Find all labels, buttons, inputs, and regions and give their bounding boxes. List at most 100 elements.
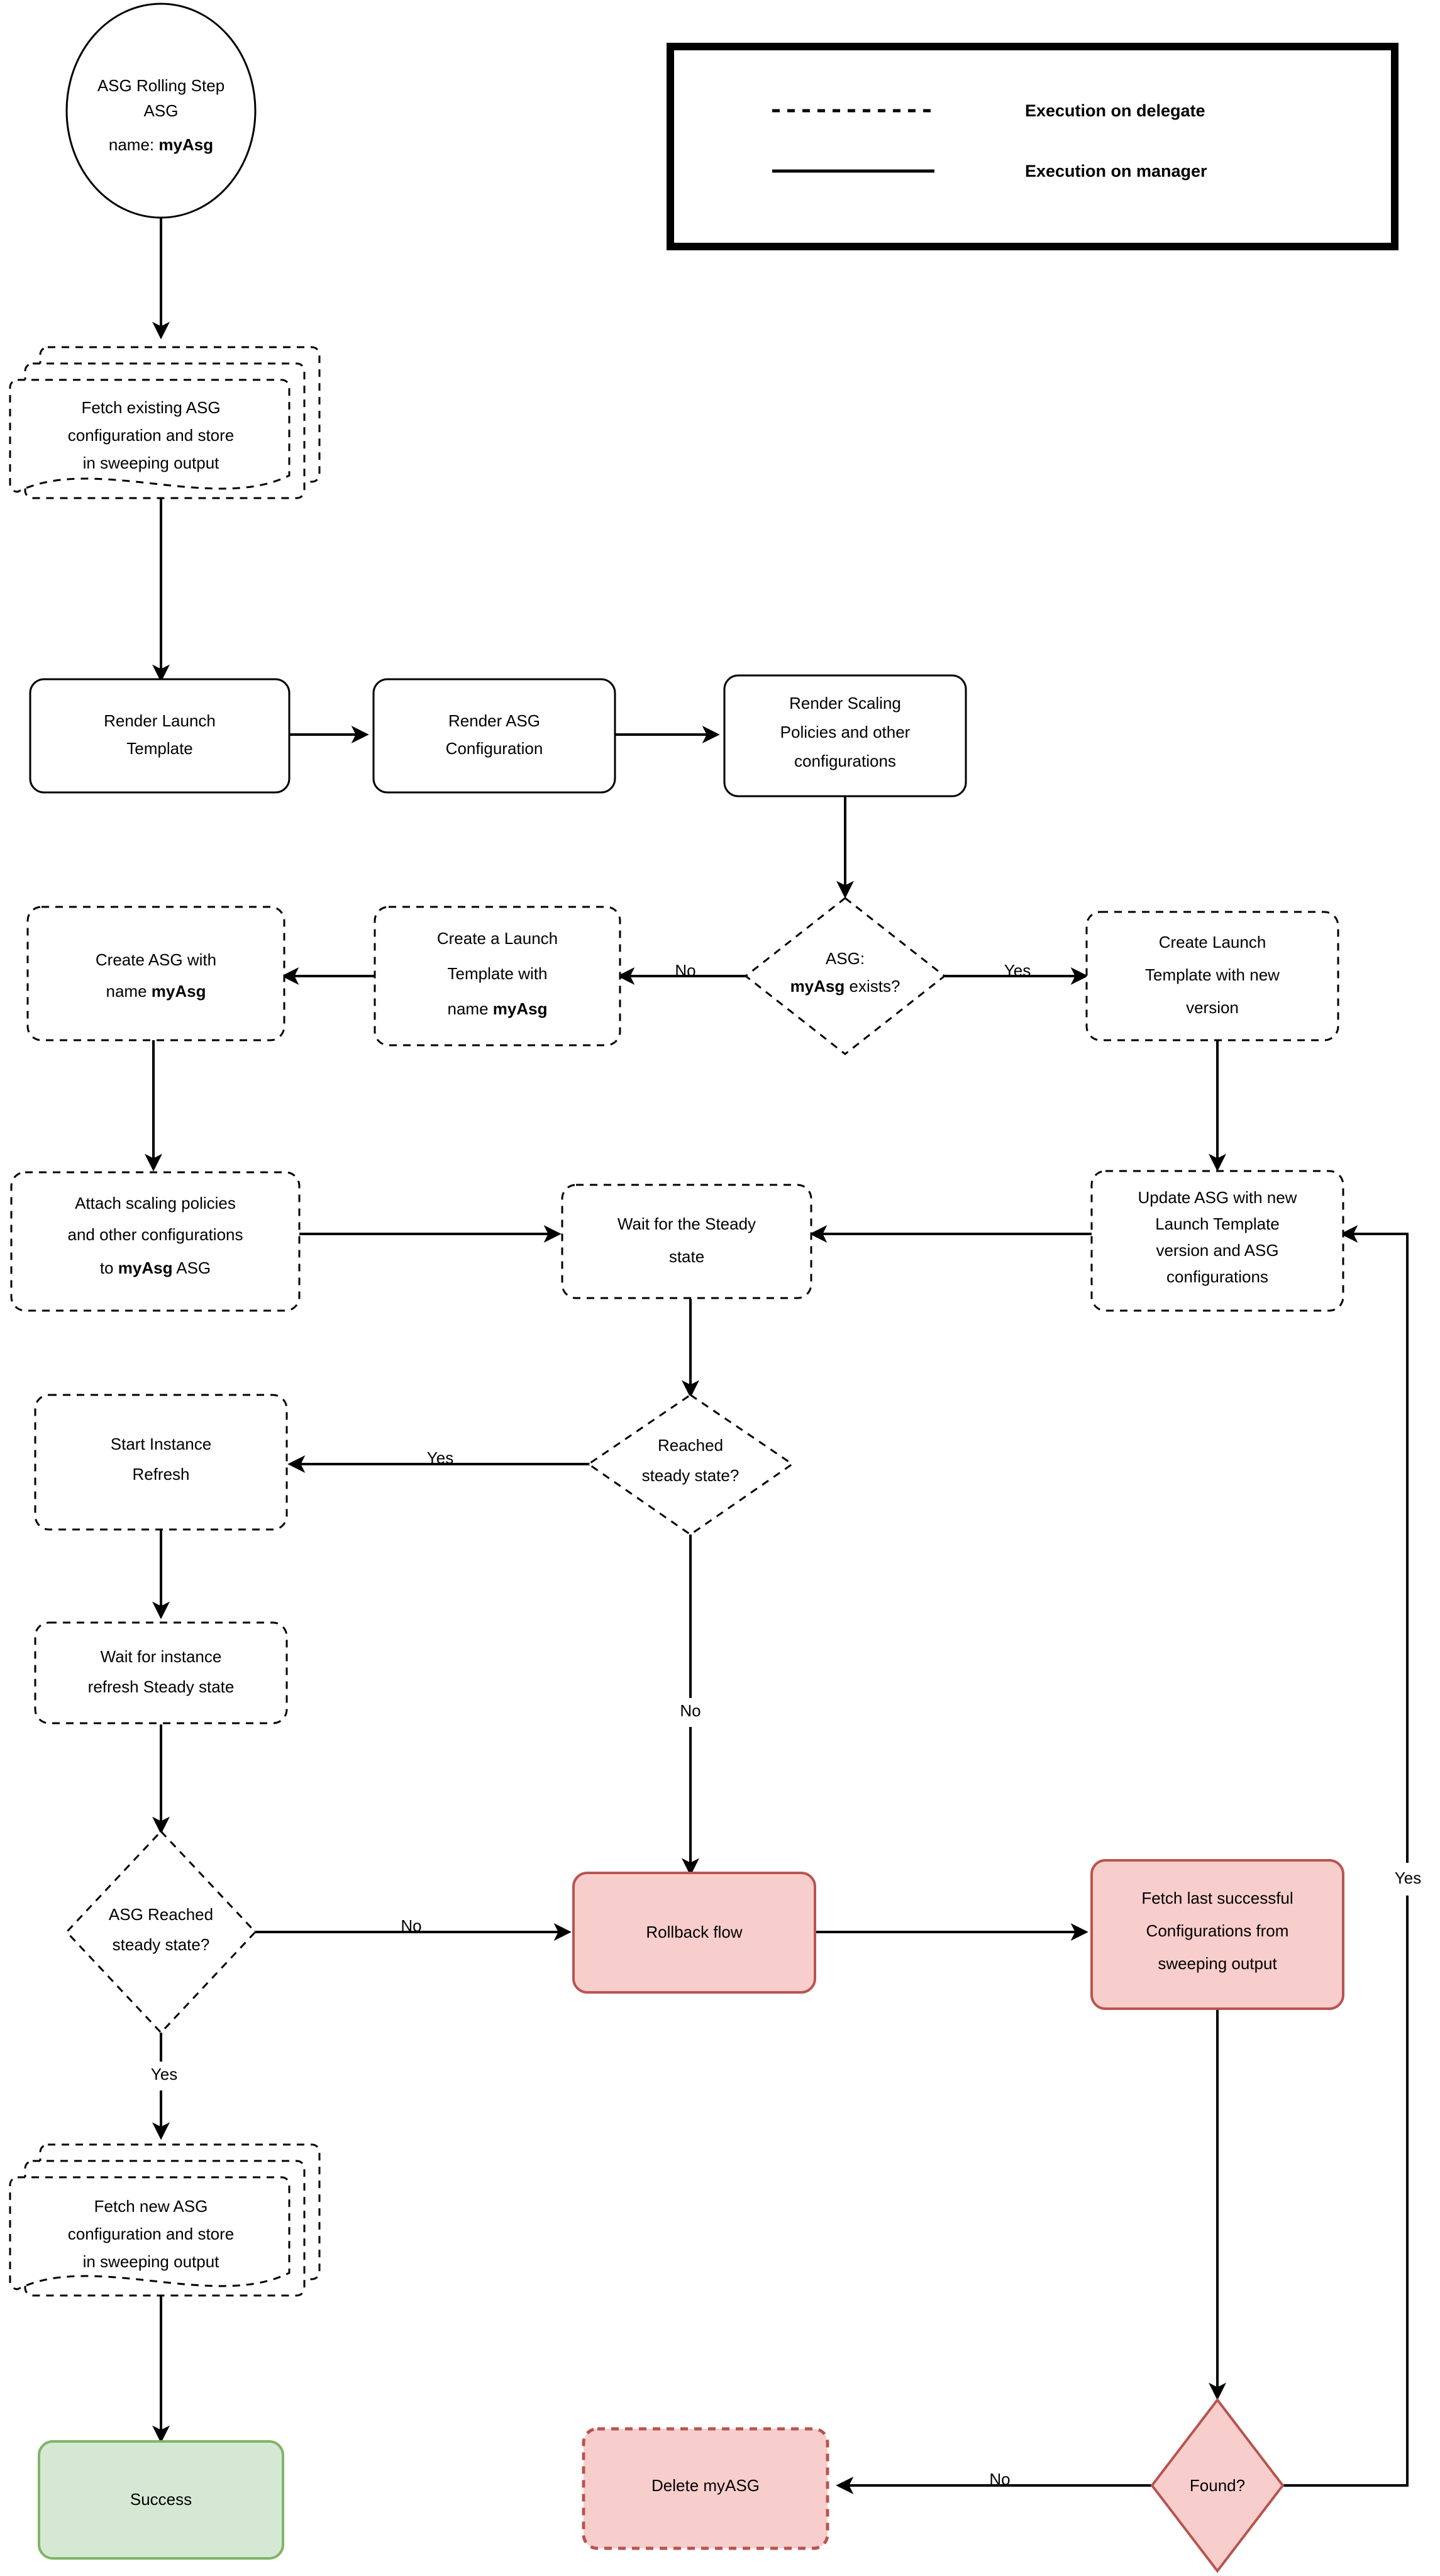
node-create-launch-template-new-version[interactable]: Create Launch Template with new version [1085,911,1339,1041]
rollback-flow-shape [572,1872,816,1994]
edge-label-no-exists: No [675,961,695,980]
update-asg-line-3: version and ASG [1156,1241,1278,1260]
start-line-3: name: myAsg [109,135,213,154]
node-success[interactable]: Success [38,2440,284,2560]
start-instance-refresh-shape [34,1394,288,1531]
attach-policies-line-1: Attach scaling policies [75,1194,236,1213]
legend-label-delegate: Execution on delegate [1025,101,1205,120]
asg-exists-suffix: exists? [845,977,900,996]
fetch-new-line-3: in sweeping output [83,2252,220,2271]
create-asg-shape [26,906,285,1041]
node-update-asg[interactable]: Update ASG with new Launch Template vers… [1090,1170,1344,1312]
fetch-last-line-1: Fetch last successful [1141,1889,1293,1907]
delete-myasg-label: Delete myASG [651,2476,760,2495]
node-fetch-existing-asg-config[interactable]: Fetch existing ASG configuration and sto… [9,346,321,499]
node-fetch-new-asg-config[interactable]: Fetch new ASG configuration and store in… [9,2143,321,2297]
fetch-new-line-1: Fetch new ASG [94,2197,208,2216]
node-rollback-flow[interactable]: Rollback flow [572,1872,816,1994]
render-asg-configuration-line-1: Render ASG [448,711,540,730]
edge-label-no-reached-bg [668,1698,713,1727]
legend: Execution on delegate Execution on manag… [667,43,1398,250]
render-scaling-policies-shape [723,674,967,797]
update-asg-line-4: configurations [1166,1267,1268,1286]
node-wait-for-steady-state[interactable]: Wait for the Steady state [561,1184,812,1299]
reached-steady-line-1: Reached [658,1436,723,1455]
create-lt-named-line-2: Template with [448,964,548,983]
delete-myasg-shape [582,2427,829,2550]
render-scaling-line-2: Policies and other [780,723,911,741]
wait-refresh-line-1: Wait for instance [101,1647,222,1666]
fetch-existing-line-3: in sweeping output [83,453,220,472]
edge-label-yes-found: Yes [1395,1868,1421,1887]
legend-frame [667,43,1398,250]
edge-found-yes-to-update-asg [1282,1225,1409,2487]
node-attach-scaling-policies[interactable]: Attach scaling policies and other config… [10,1171,301,1312]
start-refresh-line-2: Refresh [132,1465,189,1484]
edge-label-yes-reached: Yes [427,1448,453,1467]
attach-policies-suffix: ASG [172,1258,211,1277]
node-reached-steady-state-decision[interactable]: Reached steady state? [587,1394,794,1536]
render-asg-configuration-line-2: Configuration [446,739,543,758]
wait-refresh-line-2: refresh Steady state [88,1677,235,1696]
success-label: Success [130,2490,192,2509]
update-asg-line-2: Launch Template [1155,1214,1280,1233]
node-asg-reached-steady-decision[interactable]: ASG Reached steady state? [65,1829,257,2035]
render-scaling-line-1: Render Scaling [789,694,901,713]
fetch-last-line-2: Configurations from [1146,1921,1289,1940]
node-render-asg-configuration[interactable]: Render ASG Configuration [372,678,616,794]
node-delete-myasg[interactable]: Delete myASG [582,2427,829,2550]
found-diamond-shape [1150,2397,1285,2573]
fetch-existing-doc-front [9,379,291,493]
asg-reached-line-1: ASG Reached [109,1905,213,1924]
legend-label-manager: Execution on manager [1025,162,1207,180]
wait-steady-line-2: state [669,1247,704,1266]
create-lt-new-line-3: version [1186,998,1239,1017]
create-lt-named-asg-name: myAsg [493,999,548,1018]
asg-reached-line-2: steady state? [113,1935,210,1954]
create-lt-named-prefix: name [448,999,493,1018]
create-lt-new-version-shape [1085,911,1339,1041]
render-launch-template-shape [29,678,291,794]
start-refresh-line-1: Start Instance [111,1435,211,1453]
node-render-launch-template[interactable]: Render Launch Template [29,678,291,794]
create-asg-line-1: Create ASG with [96,950,216,969]
node-start-instance-refresh[interactable]: Start Instance Refresh [34,1394,288,1531]
create-lt-named-line-3: name myAsg [448,999,548,1018]
wait-instance-refresh-shape [34,1621,288,1724]
create-asg-line-2: name myAsg [106,982,206,1001]
render-asg-configuration-shape [372,678,616,794]
create-lt-new-line-2: Template with new [1145,965,1280,984]
create-lt-named-line-1: Create a Launch [437,929,558,948]
create-lt-new-line-1: Create Launch [1159,933,1266,952]
fetch-last-line-3: sweeping output [1158,1954,1277,1973]
node-wait-instance-refresh[interactable]: Wait for instance refresh Steady state [34,1621,288,1724]
wait-steady-line-1: Wait for the Steady [618,1214,756,1233]
asg-exists-line-2: myAsg exists? [790,977,900,996]
fetch-existing-line-2: configuration and store [68,426,235,445]
success-shape [38,2440,284,2560]
render-launch-template-line-1: Render Launch [104,711,216,730]
fetch-existing-line-1: Fetch existing ASG [81,398,220,417]
start-line-2: ASG [144,101,179,120]
fetch-last-successful-shape [1090,1859,1344,2010]
fetch-new-doc-front [9,2176,291,2290]
node-fetch-last-successful[interactable]: Fetch last successful Configurations fro… [1090,1859,1344,2010]
create-asg-prefix: name [106,982,152,1001]
node-create-asg[interactable]: Create ASG with name myAsg [26,906,285,1041]
node-render-scaling-policies[interactable]: Render Scaling Policies and other config… [723,674,967,797]
reached-steady-diamond-shape [587,1394,794,1536]
attach-policies-line-3: to myAsg ASG [100,1258,211,1277]
asg-exists-diamond-shape [744,897,946,1055]
wait-steady-shape [561,1184,812,1299]
rollback-flow-label: Rollback flow [646,1923,742,1941]
node-start[interactable]: ASG Rolling Step ASG name: myAsg [65,3,257,219]
edge-label-no-reached-text: No [680,1701,701,1720]
start-line-3-prefix: name: [109,135,159,154]
node-asg-exists-decision[interactable]: ASG: myAsg exists? [744,897,946,1055]
node-create-launch-template-named[interactable]: Create a Launch Template with name myAsg [374,906,621,1046]
create-asg-asg-name: myAsg [152,982,206,1001]
attach-scaling-policies-shape [10,1171,301,1312]
node-found-decision[interactable]: Found? [1150,2397,1285,2573]
found-label: Found? [1190,2476,1245,2495]
asg-exists-asg-name: myAsg [790,977,845,996]
